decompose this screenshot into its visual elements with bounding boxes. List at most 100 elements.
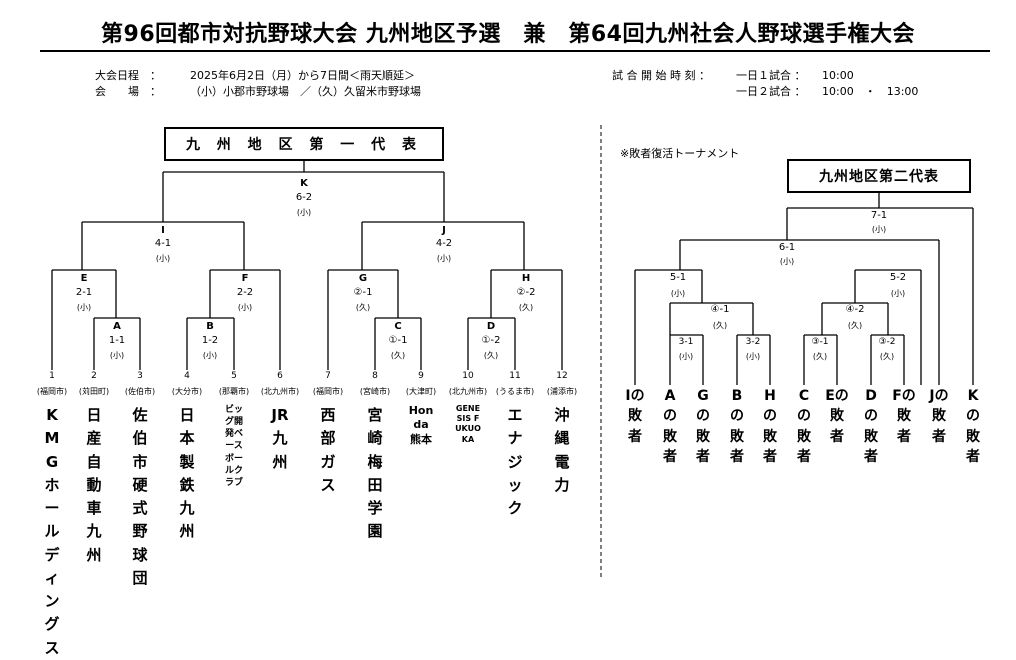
svg-text:6-2: 6-2 [296, 192, 312, 203]
match-I: I4-1(小) [155, 225, 171, 263]
start-time-double: 一日２試合 ： 10:00 ・ 13:00 [736, 85, 919, 98]
svg-text:(小): (小) [110, 351, 124, 360]
loser-label: Jの敗者 [929, 388, 949, 445]
svg-text:G: G [359, 273, 367, 284]
team-name: GENESIS FUKUOKA [455, 404, 481, 444]
match-D: D①-2(久) [482, 321, 501, 360]
svg-text:C: C [394, 321, 401, 332]
team-name: JR九州 [271, 406, 289, 471]
svg-text:(小): (小) [77, 303, 91, 312]
svg-text:K: K [300, 178, 309, 189]
svg-text:④-2: ④-2 [846, 304, 865, 315]
svg-text:8: 8 [372, 371, 378, 381]
svg-text:12: 12 [556, 371, 567, 381]
rep-match-3-1: 3-1 (小) [679, 337, 694, 361]
venue-value: （小）小郡市野球場 ／（久）久留米市野球場 [190, 85, 421, 98]
svg-text:①-2: ①-2 [482, 335, 501, 346]
first-rep-box: 九 州 地 区 第 一 代 表 [164, 127, 444, 161]
loser-label: Bの敗者 [730, 388, 744, 465]
svg-text:1-2: 1-2 [202, 335, 218, 346]
svg-text:(小): (小) [679, 352, 693, 361]
match-K: K 6-2 (小) [296, 178, 312, 217]
rep-match-5-2: 5-2 (小) [890, 272, 906, 298]
svg-text:F: F [242, 273, 249, 284]
match-J: J4-2(小) [436, 225, 452, 263]
svg-text:J: J [441, 225, 446, 236]
team-name: エナジック [507, 406, 523, 517]
match-F: F 2-2 (小) [237, 273, 253, 312]
team-name: 宮崎梅田学園 [367, 406, 383, 541]
start-time-single: 一日１試合 ： 10:00 [736, 69, 854, 82]
svg-text:(小): (小) [238, 303, 252, 312]
svg-text:E: E [81, 273, 88, 284]
rep-match-semi: 6-1(小) [779, 242, 795, 266]
svg-text:4-2: 4-2 [436, 238, 452, 249]
loser-label: Iの敗者 [625, 388, 645, 445]
svg-text:3: 3 [137, 371, 143, 381]
loser-label: Cの敗者 [797, 388, 811, 465]
svg-text:9: 9 [418, 371, 424, 381]
bracket-lines: K6-2(小) I4-1(小) J4-2(小) E2-1(小) F2-2(小) … [37, 125, 974, 580]
loser-label: Hの敗者 [763, 388, 777, 465]
svg-text:(久): (久) [484, 350, 498, 360]
match-B: B1-2(小) [202, 321, 218, 360]
svg-text:(久): (久) [519, 302, 533, 312]
svg-text:③-1: ③-1 [811, 337, 828, 347]
svg-text:7: 7 [325, 371, 331, 381]
svg-text:(小): (小) [297, 208, 311, 217]
svg-text:(久): (久) [848, 320, 862, 330]
svg-text:2-2: 2-2 [237, 287, 253, 298]
team-name: 西部ガス [320, 406, 336, 494]
svg-text:(苅田町): (苅田町) [79, 386, 109, 396]
svg-text:(那覇市): (那覇市) [219, 386, 249, 396]
svg-text:3-2: 3-2 [746, 337, 761, 347]
svg-text:(小): (小) [891, 289, 905, 298]
svg-text:(浦添市): (浦添市) [547, 386, 577, 396]
svg-text:A: A [113, 321, 121, 332]
loser-label: Dの敗者 [864, 388, 878, 465]
rep-match-3-2: 3-2 (小) [746, 337, 761, 361]
page-title: 第96回都市対抗野球大会 九州地区予選 兼 第64回九州社会人野球選手権大会 [101, 22, 915, 47]
svg-text:(大分市): (大分市) [172, 386, 202, 396]
svg-text:(久): (久) [391, 350, 405, 360]
team-prefectures: (福岡市) (苅田町) (佐伯市) (大分市) (那覇市) (北九州市) (福岡… [37, 386, 577, 396]
svg-text:(小): (小) [156, 254, 170, 263]
schedule-label: 大会日程 ： [95, 69, 161, 82]
svg-text:(佐伯市): (佐伯市) [125, 386, 155, 396]
svg-text:1: 1 [49, 371, 55, 381]
svg-text:(北九州市): (北九州市) [449, 386, 487, 396]
match-H: H②-2(久) [517, 273, 536, 312]
rep-match-4-1: ④-1 (久) [711, 304, 730, 330]
title-divider [40, 50, 990, 52]
svg-text:2: 2 [91, 371, 97, 381]
svg-text:4: 4 [184, 371, 190, 381]
schedule-value: 2025年6月2日（月）から7日間＜雨天順延＞ [190, 69, 415, 82]
rep-match-final: 7-1 (小) [871, 210, 887, 234]
svg-text:(久): (久) [713, 320, 727, 330]
svg-text:(小): (小) [671, 289, 685, 298]
svg-text:④-1: ④-1 [711, 304, 730, 315]
svg-text:3-1: 3-1 [679, 337, 694, 347]
match-A: A 1-1 (小) [109, 321, 125, 360]
svg-text:(福岡市): (福岡市) [313, 386, 343, 396]
svg-text:(小): (小) [872, 225, 886, 234]
svg-text:5-2: 5-2 [890, 272, 906, 283]
svg-text:1-1: 1-1 [109, 335, 125, 346]
team-name: KMGホールディングス [44, 406, 60, 657]
svg-text:②-1: ②-1 [354, 287, 373, 298]
svg-text:(うるま市): (うるま市) [496, 386, 534, 396]
team-name: 日本製鉄九州 [179, 406, 195, 541]
rep-match-3-3: ③-1 (久) [811, 337, 828, 361]
loser-label: Kの敗者 [966, 388, 980, 465]
team-name: ビッグ開発ベースボールクラブ [224, 405, 243, 488]
svg-text:I: I [161, 225, 165, 236]
svg-text:2-1: 2-1 [76, 287, 92, 298]
team-name: Honda熊本 [408, 404, 434, 446]
repechage-note: ※敗者復活トーナメント [620, 147, 740, 160]
svg-text:(小): (小) [746, 352, 760, 361]
team-seeds: 1 2 3 4 5 6 7 8 9 10 11 12 [49, 371, 568, 381]
loser-label: Gの敗者 [696, 388, 710, 465]
svg-text:(久): (久) [813, 351, 827, 361]
loser-label: Aの敗者 [663, 388, 677, 465]
svg-text:7-1: 7-1 [871, 210, 887, 221]
